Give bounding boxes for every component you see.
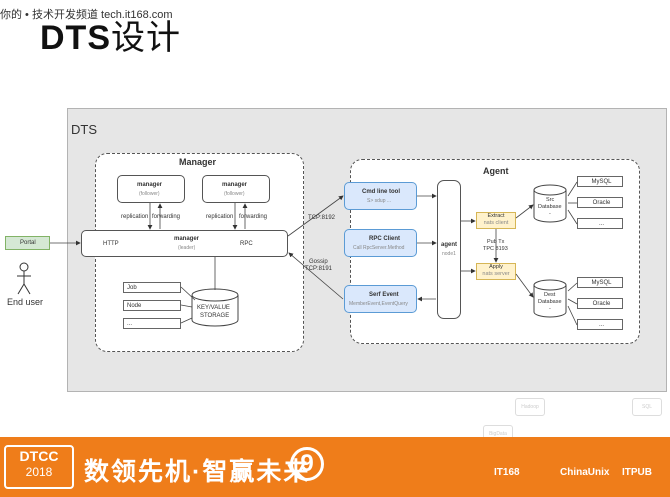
leader-name: manager (174, 236, 200, 242)
title-latin: DTS (40, 19, 111, 57)
job-box: Job (123, 282, 181, 293)
decor-hex-sql: SQL (632, 398, 662, 416)
agent-node-title: agent (441, 242, 458, 248)
leader-role: (leader) (178, 245, 196, 251)
pubsub-line1: Pub Tx (487, 239, 505, 245)
follower2-role: (follower) (224, 191, 245, 197)
cmd-sub: S> sdup ... (367, 198, 392, 204)
agent-title: Agent (483, 166, 509, 176)
agent-node-box: agent node1 (437, 180, 461, 319)
src-db-line2: Database (538, 204, 562, 210)
apply-box: Apply nats server (476, 263, 516, 280)
kv-line1: KEY/VALUE (197, 305, 230, 311)
apply-title: Apply (489, 264, 503, 270)
follower1-name: manager (137, 182, 163, 188)
dest-db-dash: - (549, 306, 551, 312)
dest-item-oracle: Oracle (577, 298, 623, 309)
extract-box: Extract nats client (476, 212, 516, 229)
gossip-label: Gossip (309, 259, 328, 265)
manager-leader-bar: HTTP manager (leader) RPC (81, 230, 288, 257)
top-banner-text: 你的 • 技术开发频道 tech.it168.com (0, 9, 173, 21)
rpc-client-box: RPC Client Call RpcServer.Method (344, 229, 417, 257)
manager-title: Manager (179, 157, 217, 167)
dest-item-mysql: MySQL (577, 277, 623, 288)
src-db-line1: Src (546, 197, 555, 203)
cmd-line-tool-box: Cmd line tool S> sdup ... (344, 182, 417, 210)
serf-title: Serf Event (369, 292, 399, 298)
manager-follower-box-1: manager (follower) (117, 175, 185, 203)
rpc-label: RPC (240, 241, 253, 247)
agent-node-sub: node1 (442, 251, 456, 257)
footer-banner (0, 437, 670, 497)
kv-line2: STORAGE (200, 313, 230, 319)
rpc-client-title: RPC Client (369, 236, 401, 242)
panel-label: DTS (71, 122, 97, 137)
forwarding-label-1: forwarding (152, 214, 181, 220)
dtcc-year: 2018 (25, 465, 53, 479)
extract-sub: nats client (483, 220, 509, 226)
manager-follower-box-2: manager (follower) (202, 175, 270, 203)
pubsub-line2: TPC 8193 (483, 246, 508, 252)
footer-slogan: 数领先机·智赢未来 (84, 458, 311, 486)
etc-box: ... (123, 318, 181, 329)
apply-sub: nats server (482, 271, 510, 277)
title-cjk: 设计 (111, 19, 181, 57)
src-db-dash: - (549, 211, 551, 217)
end-user-label: End user (7, 297, 44, 307)
page-title: DTS设计 (40, 10, 181, 59)
dtcc-badge: DTCC 2018 (4, 445, 74, 489)
tcp8192-label: TCP:8192 (308, 215, 336, 221)
replication-label-1: replication (121, 214, 149, 220)
follower2-name: manager (222, 182, 248, 188)
decor-hex-hadoop: Hadoop (515, 398, 545, 416)
follower1-role: (follower) (139, 191, 160, 197)
dest-database-cylinder (533, 279, 567, 318)
dtcc-text: DTCC (19, 448, 59, 464)
logo-chinaunix: ChinaUnix (560, 467, 610, 478)
src-database-cylinder (533, 184, 567, 223)
forwarding-label-2: forwarding (239, 214, 268, 220)
extract-title: Extract (487, 213, 505, 219)
dest-db-line2: Database (538, 299, 562, 305)
src-item-mysql: MySQL (577, 176, 623, 187)
nine-badge: 9 (290, 447, 324, 481)
node-box: Node (123, 300, 181, 311)
dest-db-line1: Dest (544, 292, 556, 298)
logo-itpub: ITPUB (622, 467, 652, 478)
portal-label: Portal (20, 240, 36, 246)
kv-storage-cylinder (191, 288, 239, 327)
tcp8191-label: TCP:8191 (305, 266, 333, 272)
serf-sub: MemberEvent,EventQuery (349, 301, 408, 307)
src-item-oracle: Oracle (577, 197, 623, 208)
dest-item-etc: ... (577, 319, 623, 330)
http-label: HTTP (103, 241, 119, 247)
logo-it168: IT168 (494, 467, 520, 478)
serf-event-box: Serf Event MemberEvent,EventQuery (344, 285, 417, 313)
rpc-client-sub: Call RpcServer.Method (353, 245, 405, 251)
cmd-title: Cmd line tool (362, 189, 400, 195)
replication-label-2: replication (206, 214, 234, 220)
src-item-etc: ... (577, 218, 623, 229)
portal-box: Portal (5, 236, 50, 250)
end-user-icon (17, 262, 31, 295)
